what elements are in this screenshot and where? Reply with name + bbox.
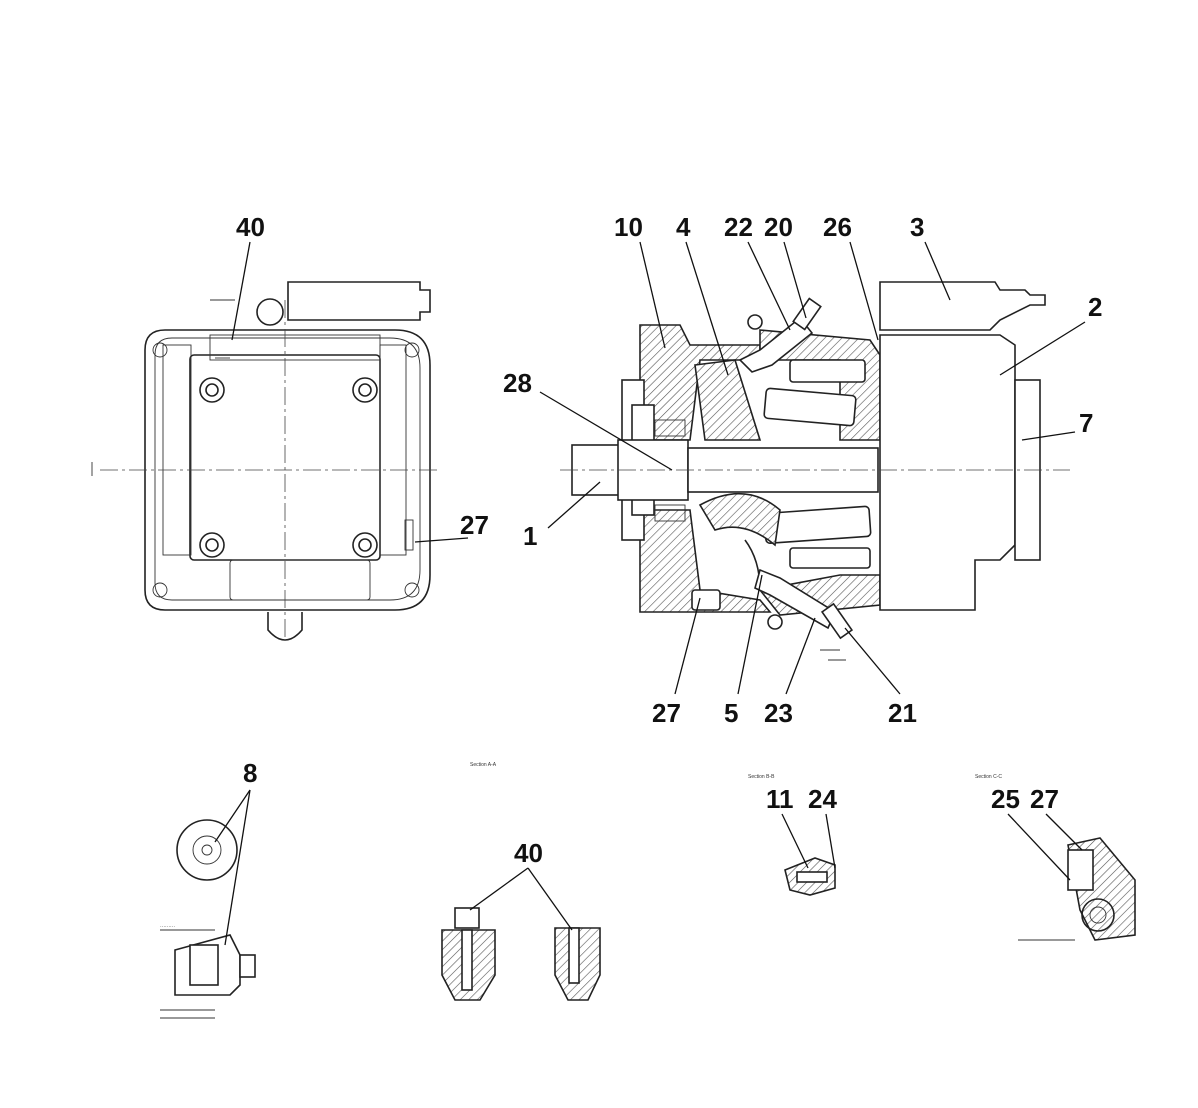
callout-10: 10	[614, 212, 643, 242]
callout-40: 40	[514, 838, 543, 868]
callout-2: 2	[1088, 292, 1102, 322]
section-b-b: Section B-B	[748, 774, 836, 896]
callout-40: 40	[236, 212, 265, 242]
pump-section-view	[560, 281, 1070, 661]
callout-27: 27	[460, 510, 489, 540]
callout-11: 11	[766, 784, 794, 814]
callout-20: 20	[764, 212, 793, 242]
leader-lines	[214, 241, 1086, 946]
callout-5: 5	[724, 698, 738, 728]
section-c-c-title: Section C-C	[975, 774, 1002, 780]
section-c-c: Section C-C	[975, 774, 1136, 941]
callout-28: 28	[503, 368, 532, 398]
detail-8: ·········	[160, 819, 256, 1019]
callout-numbers: 40 27 10 4 22 20 26 3 2 7 28 1 27 5 23 2…	[236, 212, 1102, 868]
callout-21: 21	[888, 698, 917, 728]
bolt-icon	[199, 532, 225, 558]
callout-7: 7	[1079, 408, 1093, 438]
callout-27: 27	[652, 698, 681, 728]
callout-3: 3	[910, 212, 924, 242]
callout-4: 4	[676, 212, 691, 242]
callout-25: 25	[991, 784, 1020, 814]
callout-24: 24	[808, 784, 837, 814]
bolt-icon	[352, 532, 378, 558]
callout-26: 26	[823, 212, 852, 242]
callout-22: 22	[724, 212, 753, 242]
callout-8: 8	[243, 758, 257, 788]
section-a-a-title: Section A-A	[470, 762, 497, 768]
front-view	[91, 281, 440, 641]
section-a-a: Section A-A	[441, 762, 601, 1001]
bolt-icon	[352, 377, 378, 403]
callout-27: 27	[1030, 784, 1059, 814]
section-b-b-title: Section B-B	[748, 774, 775, 780]
bolt-icon	[199, 377, 225, 403]
callout-23: 23	[764, 698, 793, 728]
detail-note: ·········	[160, 924, 175, 930]
callout-1: 1	[523, 521, 537, 551]
